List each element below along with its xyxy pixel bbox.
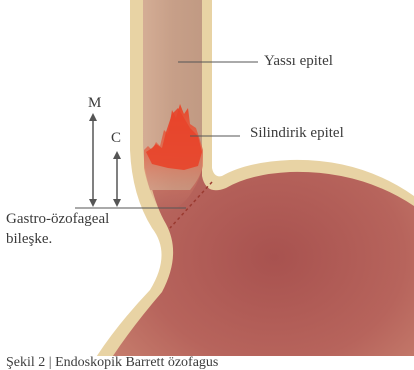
junction-label-line2: bileşke. — [6, 232, 52, 247]
c-length-arrow — [113, 151, 121, 207]
figure-caption: Şekil 2 | Endoskopik Barrett özofagus — [6, 356, 218, 370]
columnar-epithelium-label: Silindirik epitel — [250, 126, 344, 141]
m-length-arrow — [89, 113, 97, 207]
squamous-epithelium-label: Yassı epitel — [264, 54, 333, 69]
c-label: C — [111, 131, 121, 146]
m-label: M — [88, 96, 101, 111]
junction-label-line1: Gastro-özofageal — [6, 212, 109, 227]
